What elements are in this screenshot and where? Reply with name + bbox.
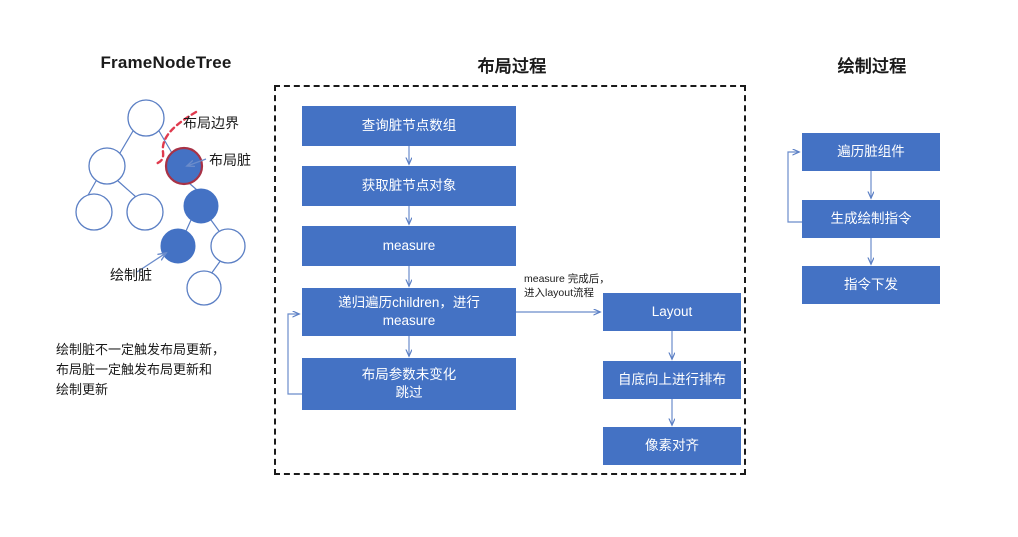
- tree-label-paint-dirty: 绘制脏: [110, 267, 152, 283]
- flow-box-label: 生成绘制指令: [830, 211, 912, 227]
- flow-box-label: 指令下发: [844, 277, 898, 293]
- tree-node-paint-dirty-parent: [183, 188, 219, 224]
- flow-box-query-dirty-array[interactable]: 查询脏节点数组: [302, 106, 516, 146]
- flow-box-params-unchanged[interactable]: 布局参数未变化跳过: [302, 358, 516, 410]
- tree-nodes: [75, 99, 246, 306]
- paint-dirty-pointer-arrow: [136, 253, 166, 273]
- dirty-semantics-note: 绘制脏不一定触发布局更新， 布局脏一定触发布局更新和 绘制更新: [56, 342, 226, 398]
- flow-box-label: 获取脏节点对象: [361, 178, 457, 194]
- flow-box-pixel-align[interactable]: 像素对齐: [603, 427, 741, 465]
- page-title-frame-node-tree: FrameNodeTree: [100, 53, 232, 72]
- flow-box-label: 自底向上进行排布: [618, 372, 726, 388]
- page-title-draw-process: 绘制过程: [837, 57, 907, 76]
- tree-node-n8: [210, 228, 246, 264]
- edge-label-measure-done: measure 完成后， 进入layout流程: [524, 273, 610, 300]
- flow-box-dispatch-commands[interactable]: 指令下发: [802, 266, 940, 304]
- flow-box-layout[interactable]: Layout: [603, 293, 741, 331]
- tree-node-paint-dirty: [160, 228, 196, 264]
- layout-boundary-dashed-curve: [152, 110, 198, 166]
- flow-box-measure[interactable]: measure: [302, 226, 516, 266]
- flow-box-label: 布局参数未变化跳过: [361, 367, 457, 400]
- page-title-layout-process: 布局过程: [477, 57, 547, 76]
- flow-box-get-dirty-object[interactable]: 获取脏节点对象: [302, 166, 516, 206]
- tree-label-layout-boundary: 布局边界: [183, 115, 239, 131]
- tree-node-n9: [186, 270, 222, 306]
- flow-box-generate-draw-commands[interactable]: 生成绘制指令: [802, 200, 940, 238]
- layout-dirty-pointer-arrow: [187, 158, 207, 166]
- layout-flow-connectors: [409, 146, 672, 425]
- tree-edges: [86, 130, 222, 275]
- flow-box-label: 遍历脏组件: [837, 144, 905, 160]
- tree-node-n2: [88, 147, 126, 185]
- flow-box-traverse-dirty-components[interactable]: 遍历脏组件: [802, 133, 940, 171]
- tree-node-n5: [126, 193, 164, 231]
- tree-node-root: [127, 99, 165, 137]
- flow-box-label: Layout: [651, 304, 693, 320]
- flow-box-bottom-up-arrange[interactable]: 自底向上进行排布: [603, 361, 741, 399]
- tree-node-n4: [75, 193, 113, 231]
- conn-loop-back-to-recursive: [287, 314, 302, 395]
- layout-process-dashed-region: [274, 85, 746, 475]
- flow-box-label: 像素对齐: [645, 438, 699, 454]
- conn-loop-back-to-traverse: [787, 152, 802, 223]
- flow-box-label: measure: [382, 238, 436, 254]
- tree-label-layout-dirty: 布局脏: [209, 152, 251, 168]
- flow-box-label: 查询脏节点数组: [361, 118, 457, 134]
- tree-node-layout-dirty: [164, 146, 204, 186]
